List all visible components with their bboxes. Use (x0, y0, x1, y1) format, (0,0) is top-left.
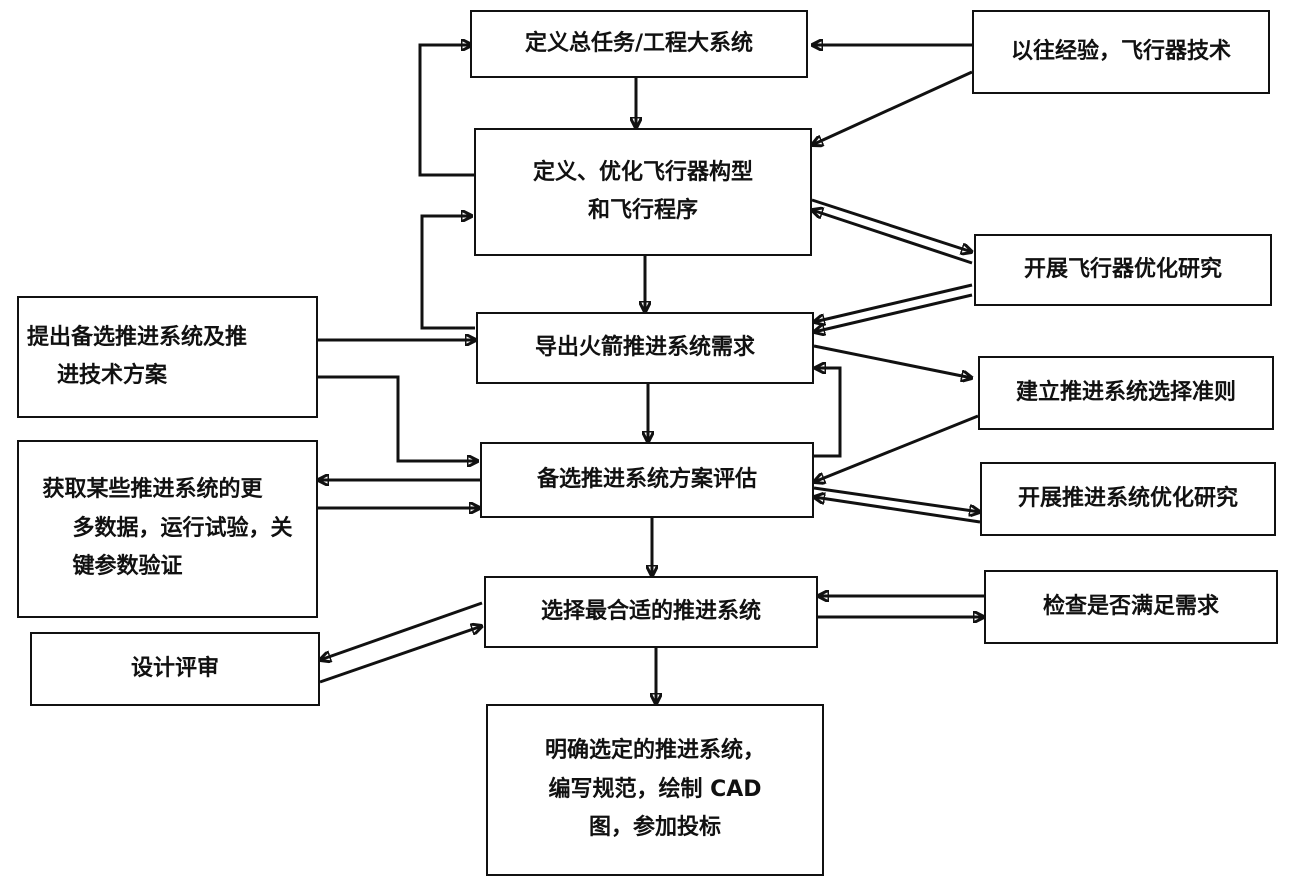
arrow-evaluation-to-propulsion-study (813, 486, 980, 512)
define-mission-label: 定义总任务/工程大系统 (524, 30, 754, 56)
propulsion-opt-study-box: 开展推进系统优化研究 (980, 462, 1276, 536)
loop-evaluation-to-requirements (813, 368, 842, 458)
arrow-vehicle-to-vehicle-study (811, 198, 972, 252)
define-vehicle-box: 定义、优化飞行器构型 和飞行程序 (474, 128, 812, 256)
propose-alternatives-box: 提出备选推进系统及推 进技术方案 (17, 296, 318, 418)
more-data-line-1: 获取某些推进系统的更 (42, 477, 263, 503)
arrow-alternatives-to-evaluation (318, 375, 478, 461)
derive-requirements-box: 导出火箭推进系统需求 (476, 312, 814, 384)
selection-criteria-label: 建立推进系统选择准则 (1015, 379, 1236, 405)
arrow-vehicle-study-to-requirements-b (814, 293, 973, 332)
final-output-box: 明确选定的推进系统， 编写规范，绘制 CAD 图，参加投标 (486, 704, 824, 876)
loop-requirements-to-vehicle (420, 216, 475, 330)
arrow-selection-to-design-review (320, 601, 483, 660)
arrow-criteria-to-evaluation (814, 414, 979, 482)
arrow-requirements-to-criteria (813, 344, 972, 378)
arrow-vehicle-study-to-vehicle (812, 210, 973, 265)
arrow-experience-to-vehicle (812, 70, 973, 145)
more-data-line-2: 多数据，运行试验，关 (72, 515, 293, 541)
define-vehicle-line-2: 和飞行程序 (587, 198, 698, 223)
define-vehicle-line-1: 定义、优化飞行器构型 (532, 159, 753, 185)
more-data-line-3: 键参数验证 (72, 554, 183, 580)
define-mission-box: 定义总任务/工程大系统 (470, 10, 808, 78)
selection-criteria-box: 建立推进系统选择准则 (978, 356, 1274, 430)
arrow-propulsion-study-to-evaluation (814, 497, 981, 524)
check-requirements-label: 检查是否满足需求 (1042, 593, 1219, 619)
propulsion-opt-study-label: 开展推进系统优化研究 (1017, 485, 1238, 511)
propose-alternatives-line-1: 提出备选推进系统及推 (27, 324, 248, 350)
derive-requirements-label: 导出火箭推进系统需求 (534, 334, 755, 360)
propose-alternatives-line-2: 进技术方案 (57, 363, 168, 388)
more-data-box: 获取某些推进系统的更 多数据，运行试验，关 键参数验证 (17, 440, 318, 618)
evaluate-alternatives-box: 备选推进系统方案评估 (480, 442, 814, 518)
final-output-line-1: 明确选定的推进系统， (544, 738, 765, 764)
final-output-line-3: 图，参加投标 (588, 815, 721, 841)
final-output-line-2: 编写规范，绘制 CAD (548, 776, 762, 802)
arrow-vehicle-study-to-requirements-a (814, 283, 973, 322)
vehicle-opt-study-box: 开展飞行器优化研究 (974, 234, 1272, 306)
design-review-box: 设计评审 (30, 632, 320, 706)
select-best-box: 选择最合适的推进系统 (484, 576, 818, 648)
select-best-label: 选择最合适的推进系统 (540, 598, 761, 624)
loop-vehicle-to-mission (418, 45, 474, 177)
design-review-label: 设计评审 (130, 655, 219, 681)
vehicle-opt-study-label: 开展飞行器优化研究 (1023, 256, 1222, 282)
arrow-design-review-to-selection (319, 626, 482, 684)
experience-label: 以往经验，飞行器技术 (1010, 38, 1231, 64)
check-requirements-box: 检查是否满足需求 (984, 570, 1278, 644)
evaluate-alternatives-label: 备选推进系统方案评估 (536, 466, 757, 492)
experience-box: 以往经验，飞行器技术 (972, 10, 1270, 94)
